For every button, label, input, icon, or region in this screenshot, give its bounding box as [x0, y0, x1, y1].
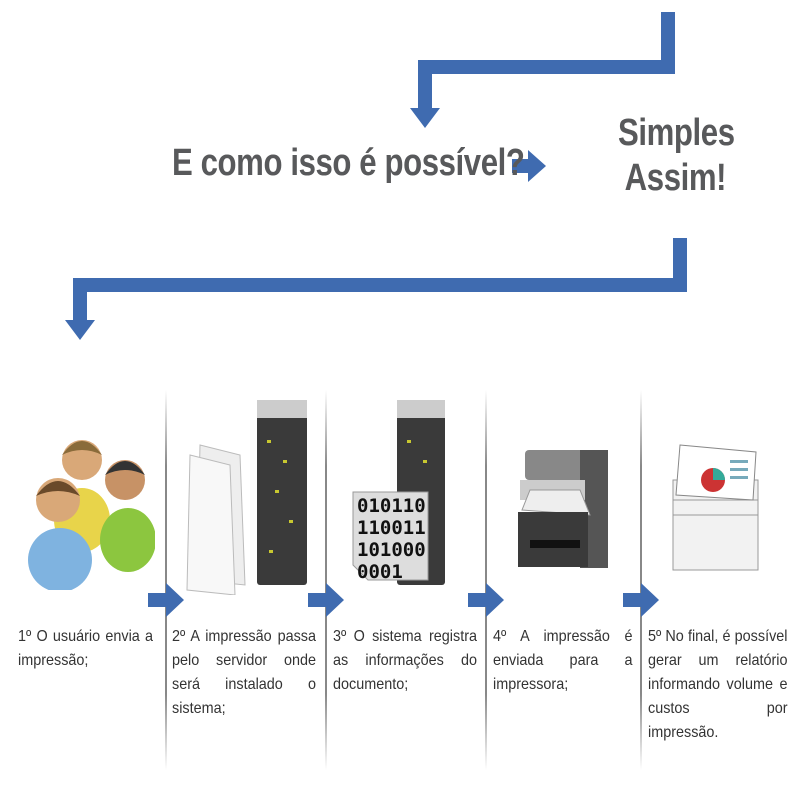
column-divider [640, 390, 642, 770]
step-arrow [468, 583, 504, 617]
step-arrow [623, 583, 659, 617]
column-divider [485, 390, 487, 770]
binary-line: 110011 [357, 517, 426, 539]
binary-file-server-icon: 010110 110011 101000 0001 [352, 400, 445, 585]
report-icon [672, 444, 759, 571]
step-5-text: 5º No final, é possível gerar um relatór… [648, 628, 788, 741]
printer-icon [518, 450, 608, 568]
flow-arrows [65, 12, 687, 340]
question-heading: E como isso é possível? [172, 142, 525, 184]
binary-line: 101000 [357, 539, 426, 561]
step-arrow [308, 583, 344, 617]
answer-line-2: Assim! [624, 157, 727, 199]
step-4-text: 4º A impressão é enviada para a impresso… [493, 628, 633, 693]
step-arrows [148, 583, 659, 617]
answer-heading: Simples Assim! [618, 112, 735, 200]
step-3-text: 3º O sistema registra as informações do … [333, 628, 477, 693]
column-divider [325, 390, 327, 770]
column-divider [165, 390, 167, 770]
binary-line: 010110 [357, 495, 426, 517]
users-icon [28, 440, 155, 590]
documents-server-icon [186, 400, 307, 595]
step-arrow [148, 583, 184, 617]
answer-line-1: Simples [618, 112, 735, 154]
binary-line: 0001 [357, 561, 403, 583]
step-1-text: 1º O usuário envia a impressão; [18, 628, 153, 669]
step-2-text: 2º A impressão passa pelo servidor onde … [172, 628, 316, 717]
